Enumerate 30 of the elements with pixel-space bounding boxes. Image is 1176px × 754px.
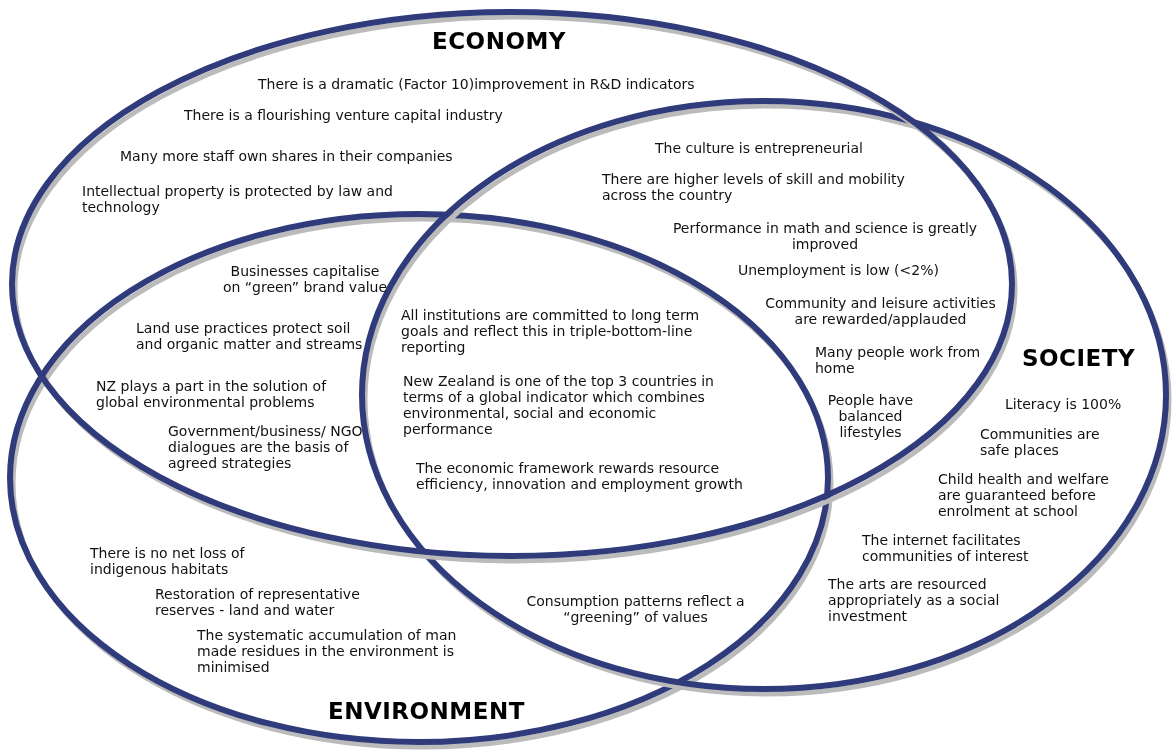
statement-text: There are higher levels of skill and mobility across the country [602,171,906,203]
statement-text: Consumption patterns reflect a “greening” of values [525,593,746,625]
statement-text: Many people work from home [815,344,982,376]
statement-text: Community and leisure activities are rewarded/applauded [764,295,997,327]
statement-text: The arts are resourced appropriately as a social investment [828,576,1001,624]
statement-text: Literacy is 100% [1005,396,1123,412]
statement-text: There is no net loss of indigenous habitats [90,545,246,577]
statement-text: Child health and welfare are guaranteed before enrolment at school [938,471,1110,519]
statement-text: New Zealand is one of the top 3 countries in terms of a global indicator which combines environmental, social and economic performance [403,373,715,437]
circle-heading: SOCIETY [1022,345,1136,371]
statement-text: There is a dramatic (Factor 10)improvement in R&D indicators [258,76,696,92]
circle-heading: ENVIRONMENT [328,698,525,724]
statement-text: Restoration of representative reserves - land and water [155,586,361,618]
statement-text: Intellectual property is protected by law and technology [82,183,394,215]
statement-text: Performance in math and science is greatly improved [671,220,979,252]
statement-text: Land use practices protect soil and organic matter and streams [136,320,364,352]
statement-text: The internet facilitates communities of interest [862,532,1030,564]
statement-text: People have balanced lifestyles [826,392,915,440]
statement-text: Communities are safe places [980,426,1101,458]
statement-text: All institutions are committed to long term goals and reflect this in triple-bottom-line reporting [401,307,701,355]
statement-text: NZ plays a part in the solution of global environmental problems [96,378,328,410]
statement-text: The economic framework rewards resource efficiency, innovation and employment growth [416,460,744,492]
statement-text: Businesses capitalise on “green” brand value [221,263,389,295]
statement-text: Many more staff own shares in their companies [120,148,454,164]
circle-heading: ECONOMY [432,28,566,54]
statement-text: Unemployment is low (<2%) [738,262,940,278]
statement-text: Government/business/ NGO dialogues are the basis of agreed strategies [168,423,364,471]
statement-text: There is a flourishing venture capital industry [184,107,504,123]
statement-text: The culture is entrepreneurial [655,140,864,156]
statement-text: The systematic accumulation of man made residues in the environment is minimised [197,627,458,675]
